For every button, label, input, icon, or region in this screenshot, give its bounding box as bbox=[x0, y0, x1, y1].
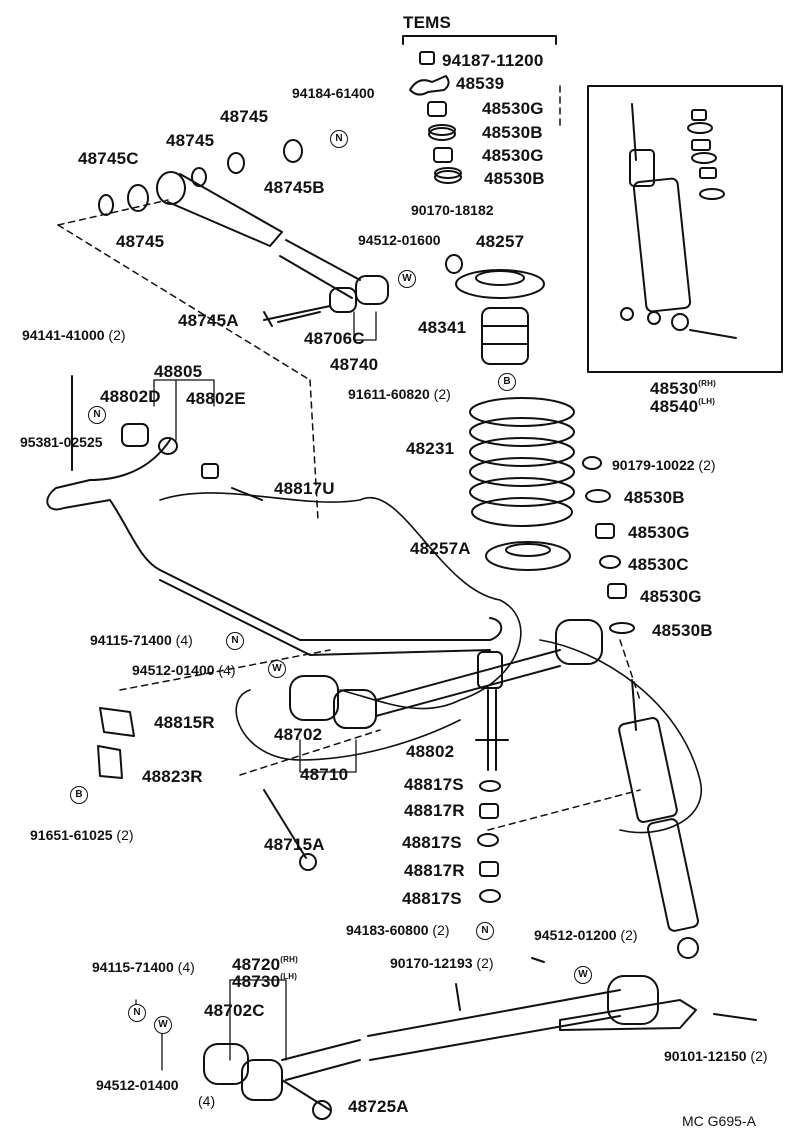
loose-bushings bbox=[97, 707, 135, 779]
part-95381-02525: 95381-02525 bbox=[20, 434, 103, 450]
part-48823R: 48823R bbox=[142, 767, 203, 786]
part-48530G-2: 48530G bbox=[482, 146, 544, 165]
part-94184-61400: 94184-61400 bbox=[292, 85, 375, 101]
part-48802: 48802 bbox=[406, 742, 455, 761]
part-48231: 48231 bbox=[406, 439, 455, 458]
symbol-b-spring: B bbox=[498, 373, 516, 391]
part-90170-12193: 90170-12193 (2) bbox=[390, 955, 494, 971]
tems-bracket bbox=[402, 35, 557, 45]
part-94115-71400-b: 94115-71400 (4) bbox=[92, 959, 195, 975]
part-90179-10022: 90179-10022 (2) bbox=[612, 457, 716, 473]
part-48530G-1: 48530G bbox=[482, 99, 544, 118]
part-48802D: 48802D bbox=[100, 387, 161, 406]
symbol-w-2: W bbox=[268, 660, 286, 678]
part-91651-61025: 91651-61025 (2) bbox=[30, 827, 134, 843]
coil-spring bbox=[469, 397, 575, 527]
stud-stack bbox=[477, 803, 501, 903]
lateral-rod bbox=[475, 651, 509, 792]
part-94183-60800: 94183-60800 (2) bbox=[346, 922, 450, 938]
part-90101-12150: 90101-12150 (2) bbox=[664, 1048, 768, 1064]
part-48702: 48702 bbox=[274, 725, 323, 744]
part-48745-top: 48745 bbox=[220, 107, 269, 126]
part-48817R-2: 48817R bbox=[404, 861, 465, 880]
part-48720-rh: 48720(RH) bbox=[232, 955, 298, 974]
rear-shock-absorber bbox=[618, 679, 699, 959]
part-91611-60820: 91611-60820 (2) bbox=[348, 386, 451, 402]
part-94512-01400-b: 94512-01400 bbox=[96, 1077, 179, 1093]
shock-assy-box bbox=[587, 85, 783, 373]
drawing-code: MC G695-A bbox=[682, 1113, 756, 1129]
part-48817S-1: 48817S bbox=[404, 775, 464, 794]
tems-parts-stack bbox=[409, 51, 462, 184]
symbol-w: W bbox=[398, 270, 416, 288]
symbol-w-4: W bbox=[154, 1016, 172, 1034]
upper-spring-seat bbox=[445, 254, 545, 299]
part-48802E: 48802E bbox=[186, 389, 246, 408]
part-48540-lh: 48540(LH) bbox=[650, 397, 716, 416]
bolts bbox=[263, 311, 545, 963]
lower-control-arm bbox=[203, 975, 757, 1120]
part-48740: 48740 bbox=[330, 355, 379, 374]
part-94187-11200: 94187-11200 bbox=[442, 51, 544, 70]
part-94512-01200: 94512-01200 (2) bbox=[534, 927, 638, 943]
part-48817S-2: 48817S bbox=[402, 833, 462, 852]
part-48730-lh: 48730(LH) bbox=[232, 972, 298, 991]
symbol-n-2: N bbox=[226, 632, 244, 650]
lower-spring-seat bbox=[485, 541, 571, 571]
part-48817U: 48817U bbox=[274, 479, 335, 498]
part-48815R: 48815R bbox=[154, 713, 215, 732]
part-48805: 48805 bbox=[154, 362, 203, 381]
boxed-shock-absorber bbox=[620, 103, 737, 339]
symbol-w-3: W bbox=[574, 966, 592, 984]
part-48710: 48710 bbox=[300, 765, 349, 784]
part-94115-71400-a: 94115-71400 (4) bbox=[90, 632, 193, 648]
part-48702C: 48702C bbox=[204, 1001, 265, 1020]
part-48725A: 48725A bbox=[348, 1097, 409, 1116]
part-48257: 48257 bbox=[476, 232, 525, 251]
part-48530G-3: 48530G bbox=[628, 523, 690, 542]
part-48257A: 48257A bbox=[410, 539, 471, 558]
part-94512-01400-a: 94512-01400 (4) bbox=[132, 662, 236, 678]
part-48530B-3: 48530B bbox=[624, 488, 685, 507]
part-48530G-4: 48530G bbox=[640, 587, 702, 606]
upper-control-arm bbox=[156, 171, 389, 327]
part-48706C: 48706C bbox=[304, 329, 365, 348]
bump-stopper bbox=[481, 307, 529, 365]
part-48530-rh: 48530(RH) bbox=[650, 379, 716, 398]
symbol-n-3: N bbox=[476, 922, 494, 940]
part-48745-mid: 48745 bbox=[166, 131, 215, 150]
part-48817R-1: 48817R bbox=[404, 801, 465, 820]
lower-arm-bushings bbox=[289, 619, 603, 729]
part-48745B: 48745B bbox=[264, 178, 325, 197]
part-48817S-3: 48817S bbox=[402, 889, 462, 908]
part-48530B-4: 48530B bbox=[652, 621, 713, 640]
part-48539: 48539 bbox=[456, 74, 505, 93]
part-94512-01600: 94512-01600 bbox=[358, 232, 441, 248]
symbol-n: N bbox=[330, 130, 348, 148]
leader-lines bbox=[57, 85, 641, 831]
right-bushing-stack bbox=[582, 456, 635, 634]
part-48745C: 48745C bbox=[78, 149, 139, 168]
symbol-n-stab: N bbox=[88, 406, 106, 424]
tems-label: TEMS bbox=[403, 13, 452, 32]
stabilizer-bar bbox=[46, 375, 503, 656]
part-48745-low: 48745 bbox=[116, 232, 165, 251]
part-48530B-2: 48530B bbox=[484, 169, 545, 188]
part-48745A: 48745A bbox=[178, 311, 239, 330]
symbol-n-4: N bbox=[128, 1004, 146, 1022]
part-48715A: 48715A bbox=[264, 835, 325, 854]
part-48530B-1: 48530B bbox=[482, 123, 543, 142]
part-48341: 48341 bbox=[418, 318, 467, 337]
upper-arm-bushings bbox=[98, 139, 303, 216]
symbol-b-2: B bbox=[70, 786, 88, 804]
part-90170-18182: 90170-18182 bbox=[411, 202, 494, 218]
qty-94512-01400-b: (4) bbox=[198, 1093, 216, 1109]
part-48530C: 48530C bbox=[628, 555, 689, 574]
part-94141-41000: 94141-41000 (2) bbox=[22, 327, 126, 343]
